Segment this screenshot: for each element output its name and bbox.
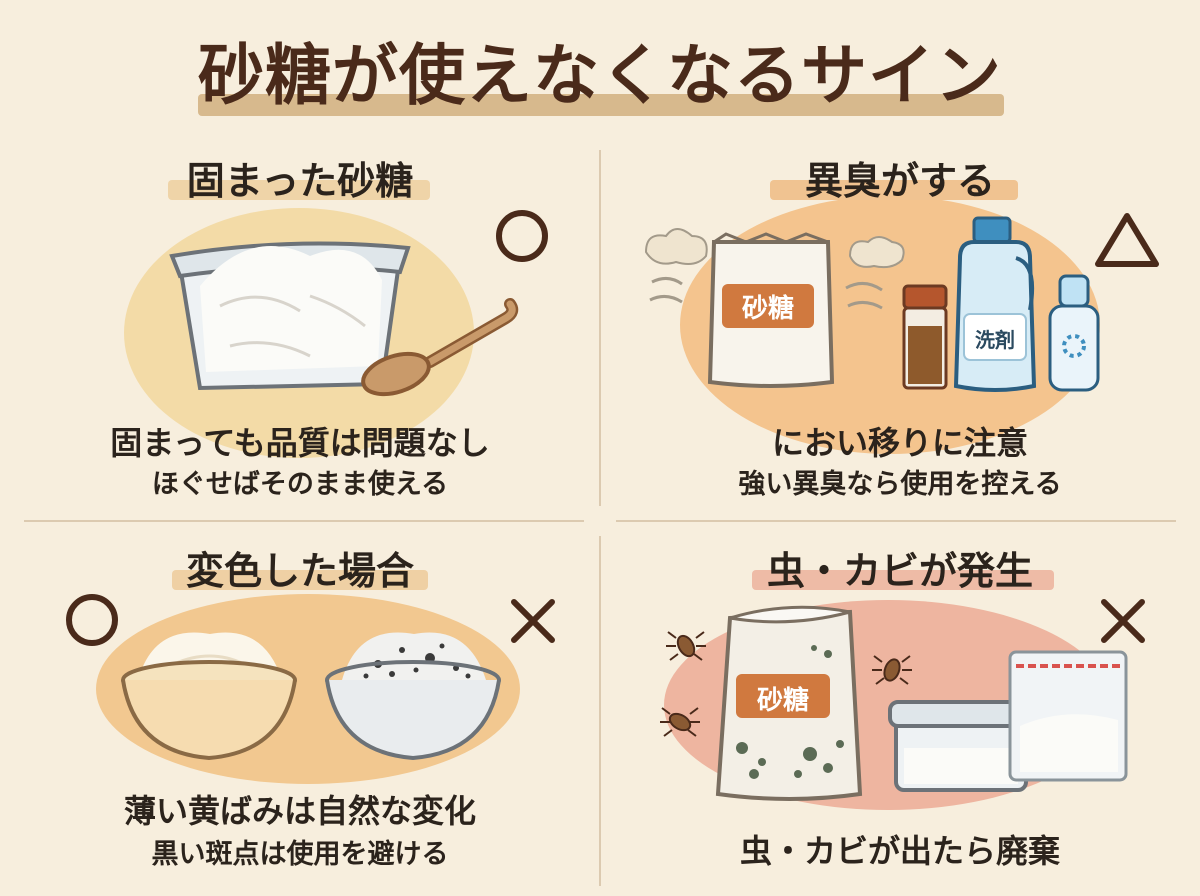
divider-horizontal-right bbox=[616, 520, 1176, 522]
panel-title-underline bbox=[770, 180, 1018, 200]
panel-title-underline bbox=[172, 570, 428, 590]
air-freshener-bottle-illustration bbox=[1048, 274, 1100, 392]
cross-mark-icon bbox=[511, 599, 555, 643]
sugar-container-illustration bbox=[169, 241, 411, 391]
divider-vertical-bottom bbox=[599, 536, 601, 886]
smell-puff-icon bbox=[845, 236, 905, 310]
plastic-container-illustration bbox=[888, 700, 1034, 792]
moldy-sugar-bag-illustration bbox=[715, 605, 863, 801]
circle-mark-icon bbox=[66, 594, 118, 646]
bag-label: 砂糖 bbox=[756, 686, 809, 716]
detergent-label: 洗剤 bbox=[975, 328, 1015, 352]
bug-icon bbox=[872, 655, 912, 685]
sugar-bag-illustration bbox=[707, 232, 835, 388]
caption-sub: 黒い斑点は使用を避ける bbox=[151, 839, 449, 870]
caption-main: 固まっても品質は問題なし bbox=[110, 424, 490, 462]
caption-main: 虫・カビが出たら廃棄 bbox=[739, 832, 1060, 870]
caption-sub: ほぐせばそのまま使える bbox=[151, 469, 449, 500]
panel-title: 異臭がする bbox=[804, 159, 995, 203]
bug-icon bbox=[666, 631, 706, 661]
header: 砂糖が使えなくなるサイン bbox=[0, 22, 1200, 122]
page-title: 砂糖が使えなくなるサイン bbox=[198, 37, 1002, 114]
yellowish-sugar-bowl-illustration bbox=[121, 632, 297, 761]
caption-main: におい移りに注意 bbox=[771, 424, 1028, 462]
cross-mark-icon bbox=[1101, 599, 1145, 643]
bug-icon bbox=[660, 707, 700, 737]
panel-title: 変色した場合 bbox=[185, 549, 414, 593]
title-underline bbox=[198, 94, 1004, 116]
caption-main: 薄い黄ばみは自然な変化 bbox=[123, 792, 476, 830]
detergent-bottle-illustration bbox=[953, 216, 1037, 392]
panel-title: 虫・カビが発生 bbox=[766, 549, 1033, 593]
panel-title-underline bbox=[168, 180, 430, 200]
triangle-mark-icon bbox=[1095, 213, 1159, 267]
panel-title-underline bbox=[752, 570, 1054, 590]
panel-title: 固まった砂糖 bbox=[186, 159, 414, 203]
divider-vertical-top bbox=[599, 150, 601, 506]
circle-mark-icon bbox=[496, 210, 548, 262]
spotted-sugar-bowl-illustration bbox=[325, 632, 501, 761]
bag-label: 砂糖 bbox=[741, 294, 794, 324]
caption-sub: 強い異臭なら使用を控える bbox=[738, 469, 1062, 500]
smell-puff-icon bbox=[644, 228, 708, 304]
spice-jar-illustration bbox=[902, 284, 948, 390]
divider-horizontal-left bbox=[24, 520, 584, 522]
wooden-spoon-illustration bbox=[361, 298, 519, 397]
zip-bag-illustration bbox=[1008, 650, 1128, 782]
